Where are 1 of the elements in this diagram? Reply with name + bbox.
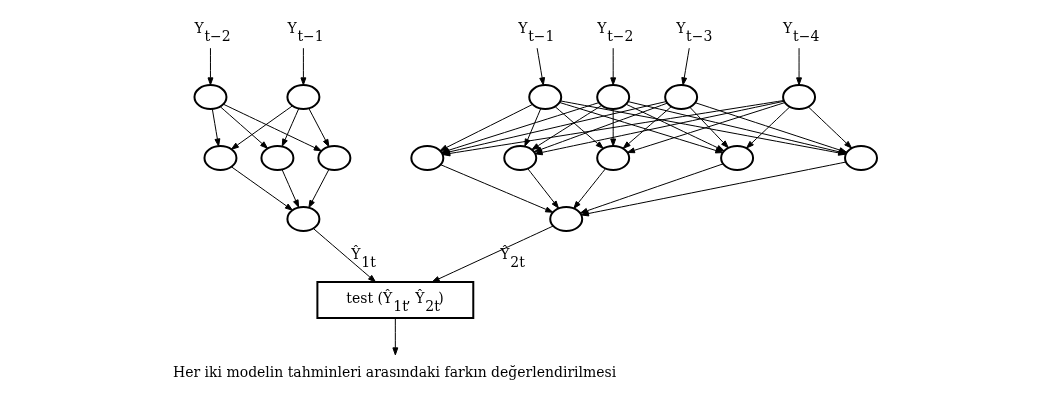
node-text: Her iki modelin tahminleri arasındaki farkın değerlendirilmesi <box>172 363 616 380</box>
